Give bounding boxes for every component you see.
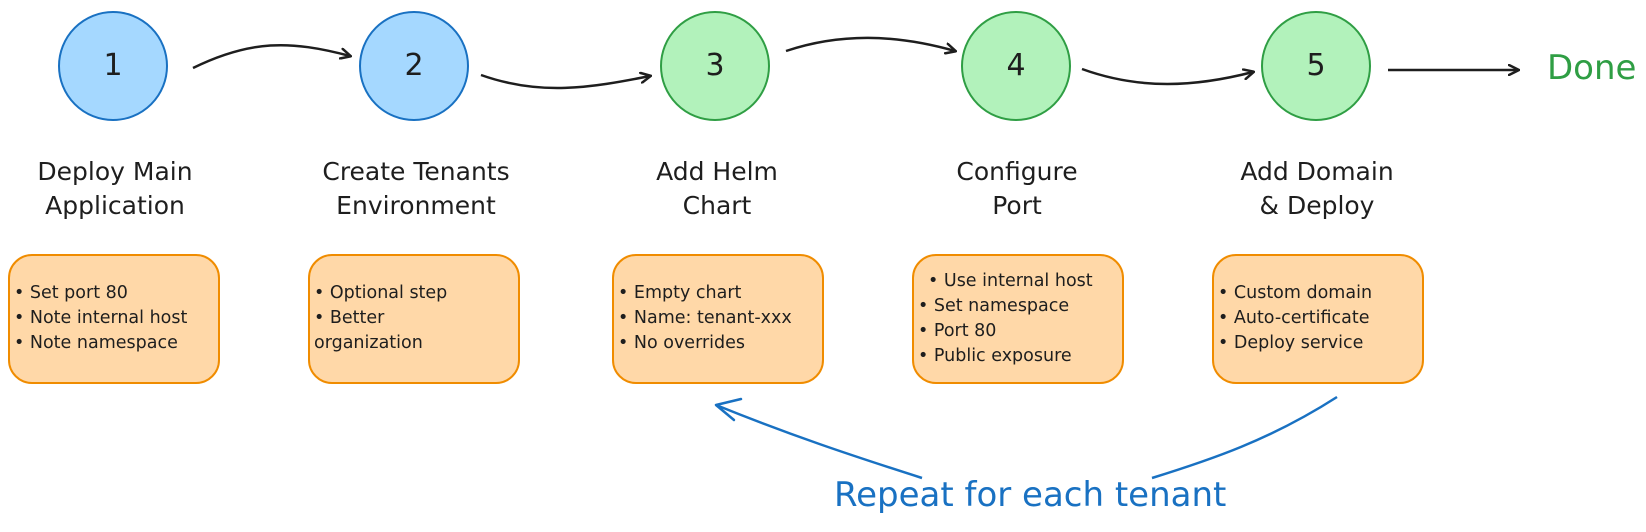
note-item: • Note namespace — [14, 333, 178, 353]
arrow-1-to-2 — [192, 44, 350, 70]
step-1-notes: • Set port 80 • Note internal host • Not… — [8, 254, 220, 384]
step-2-circle: 2 — [359, 11, 469, 121]
note-item: • Empty chart — [618, 283, 742, 303]
step-2-notes: • Optional step • Better organization — [308, 254, 520, 384]
step-4-notes: • Use internal host • Set namespace • Po… — [912, 254, 1124, 384]
step-number: 2 — [404, 48, 424, 83]
step-title-line: Chart — [682, 191, 752, 220]
note-item: • Custom domain — [1218, 283, 1373, 303]
note-item: • Set port 80 — [14, 283, 128, 303]
step-title-line: Add Domain — [1240, 157, 1394, 186]
repeat-label: Repeat for each tenant — [834, 475, 1227, 515]
step-3-title: Add Helm Chart — [587, 155, 847, 223]
note-item: • Name: tenant-xxx — [618, 308, 792, 328]
step-title-line: Add Helm — [656, 157, 778, 186]
step-title-line: Environment — [336, 191, 496, 220]
step-title-line: Create Tenants — [322, 157, 510, 186]
step-number: 3 — [705, 48, 725, 83]
note-item: • Public exposure — [918, 346, 1072, 366]
note-item: • Port 80 — [918, 321, 997, 341]
step-5-notes: • Custom domain • Auto-certificate • Dep… — [1212, 254, 1424, 384]
step-number: 4 — [1006, 48, 1026, 83]
note-item: • Deploy service — [1218, 333, 1364, 353]
arrow-4-to-5 — [1081, 67, 1253, 86]
note-item: • No overrides — [618, 333, 746, 353]
step-2-title: Create Tenants Environment — [286, 155, 546, 223]
step-5-title: Add Domain & Deploy — [1187, 155, 1447, 223]
arrow-2-to-3 — [480, 75, 650, 90]
step-number: 1 — [103, 48, 123, 83]
repeat-loop-arrow-right — [1151, 395, 1338, 480]
repeat-loop-arrowhead — [714, 397, 743, 422]
step-1-circle: 1 — [58, 11, 168, 121]
step-4-title: Configure Port — [887, 155, 1147, 223]
note-item: • Auto-certificate — [1218, 308, 1370, 328]
repeat-loop-arrow-left — [715, 403, 923, 480]
done-label: Done — [1547, 48, 1637, 88]
step-title-line: Port — [992, 191, 1042, 220]
step-title-line: Deploy Main — [37, 157, 193, 186]
arrow-3-to-4 — [785, 36, 955, 51]
note-item: • Better — [314, 308, 385, 328]
step-4-circle: 4 — [961, 11, 1071, 121]
note-item: • Optional step — [314, 283, 448, 303]
step-3-notes: • Empty chart • Name: tenant-xxx • No ov… — [612, 254, 824, 384]
note-item: • Set namespace — [918, 296, 1070, 316]
note-item: organization — [314, 333, 423, 353]
step-5-circle: 5 — [1261, 11, 1371, 121]
step-number: 5 — [1306, 48, 1326, 83]
step-1-title: Deploy Main Application — [0, 155, 245, 223]
step-title-line: Application — [45, 191, 185, 220]
note-item: • Use internal host — [928, 271, 1093, 291]
step-title-line: Configure — [956, 157, 1078, 186]
step-3-circle: 3 — [660, 11, 770, 121]
step-title-line: & Deploy — [1259, 191, 1375, 220]
note-item: • Note internal host — [14, 308, 188, 328]
